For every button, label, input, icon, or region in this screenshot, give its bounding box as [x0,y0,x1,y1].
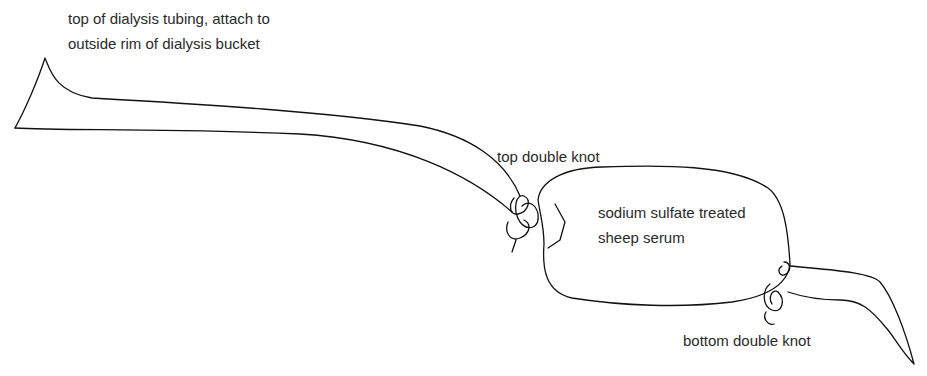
knot-fold [548,204,565,248]
tubing-top-lower-edge [15,128,512,212]
tubing-bottom [788,266,914,364]
tubing-top [15,58,520,196]
serum-bag: sodium sulfate treated sheep serum [532,160,794,310]
annotation-label: top of dialysis tubing, attach to outsid… [68,6,318,56]
annotation-label: bottom double knot [683,328,843,353]
contents-text: sodium sulfate treated sheep serum [598,200,748,250]
annotation-label: top double knot [497,144,637,169]
top-knot [511,196,539,228]
bag-outline-path [538,166,790,305]
top-knot-loop [507,220,529,252]
bottom-knot [764,262,789,324]
